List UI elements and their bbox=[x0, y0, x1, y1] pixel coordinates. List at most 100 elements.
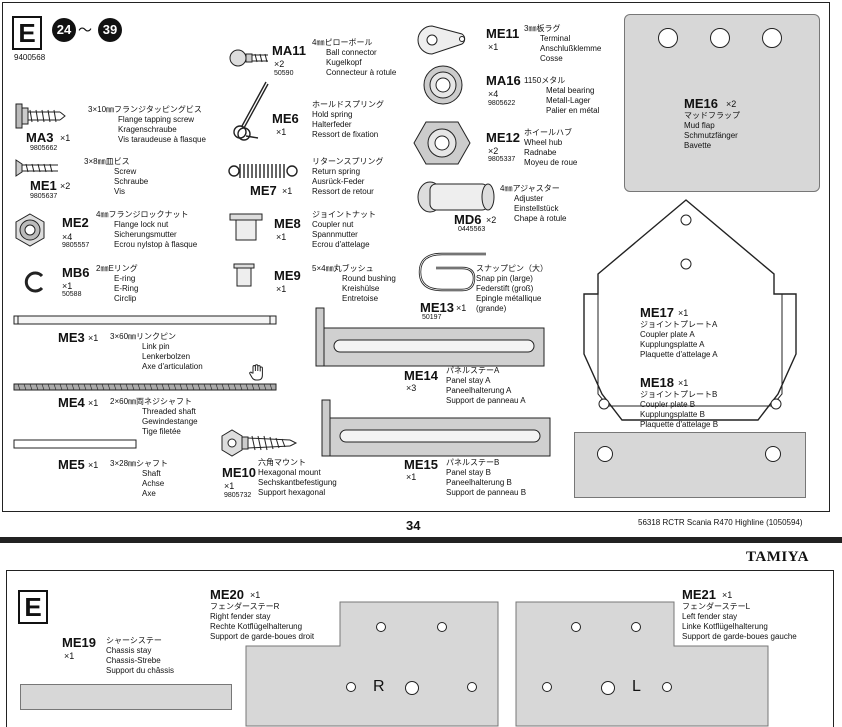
terminal-illustration bbox=[417, 25, 466, 55]
part-desc-ma3: 3×10㎜フランジタッピングビス Flange tapping screw Kr… bbox=[88, 105, 206, 145]
part-qty-me17: ×1 bbox=[678, 308, 689, 318]
coupler-plate-a-illustration bbox=[583, 199, 797, 421]
flange-screw-illustration bbox=[15, 103, 66, 129]
desc-en: Ball connector bbox=[326, 48, 377, 57]
part-qty-me20: ×1 bbox=[250, 590, 261, 600]
desc-fr: Entretoise bbox=[342, 294, 379, 303]
part-code-me14: ME14 bbox=[404, 368, 438, 383]
desc-fr: Epingle métallique bbox=[476, 294, 542, 303]
desc-jp: 4㎜ピローボール bbox=[312, 38, 373, 47]
part-qty-me4: ×1 bbox=[88, 398, 99, 408]
part-desc-me8: ジョイントナット Coupler nut Spannmutter Ecrou d… bbox=[312, 210, 376, 250]
page-number: 34 bbox=[406, 518, 421, 533]
part-qty-me2: ×4 bbox=[62, 232, 73, 242]
part-desc-me10: 六角マウント Hexagonal mount Sechskantbefestig… bbox=[258, 458, 337, 498]
desc-en: Coupler plate B bbox=[640, 400, 696, 409]
mud-flap-hole bbox=[658, 28, 678, 48]
desc-de: Anschlußklemme bbox=[540, 44, 602, 53]
desc-de: Kreishülse bbox=[342, 284, 380, 293]
step-letter: E bbox=[18, 590, 48, 624]
desc-fr: Axe bbox=[142, 489, 156, 498]
desc-de: Chassis-Strebe bbox=[106, 656, 161, 665]
desc-en: Return spring bbox=[312, 167, 361, 176]
part-code-me17: ME17 bbox=[640, 305, 674, 320]
desc-fr: Vis taraudeuse à flasque bbox=[118, 135, 206, 144]
desc-en: Link pin bbox=[142, 342, 170, 351]
part-code-me20: ME20 bbox=[210, 587, 244, 602]
part-qty-me6: ×1 bbox=[276, 127, 287, 137]
desc-de: Ausrück-Feder bbox=[312, 177, 365, 186]
desc-jp: 5×4㎜丸ブッシュ bbox=[312, 264, 374, 273]
part-desc-me5: 3×28㎜シャフト Shaft Achse Axe bbox=[110, 459, 168, 499]
coupler-plate-b-hole bbox=[597, 446, 613, 462]
desc-jp: ジョイントプレートA bbox=[640, 320, 718, 329]
part-number-mb6: 50588 bbox=[62, 291, 82, 298]
part-code-me9: ME9 bbox=[274, 268, 301, 283]
hexagonal-mount-illustration bbox=[221, 429, 298, 457]
part-desc-ma16: 1150メタル Metal bearing Metall-Lager Palie… bbox=[524, 76, 599, 116]
part-desc-me7: リターンスプリング Return spring Ausrück-Feder Re… bbox=[312, 157, 383, 197]
left-fender-stay-hole bbox=[631, 622, 641, 632]
part-number-me13: 50197 bbox=[422, 314, 442, 321]
part-desc-me11: 3㎜板ラグ Terminal Anschlußklemme Cosse bbox=[524, 24, 601, 64]
desc-en: Hexagonal mount bbox=[258, 468, 321, 477]
desc-jp: 2×60㎜両ネジシャフト bbox=[110, 397, 193, 406]
threaded-shaft-illustration bbox=[13, 383, 277, 391]
desc-de: Kragenschraube bbox=[118, 125, 177, 134]
part-qty-me13: ×1 bbox=[456, 303, 467, 313]
part-qty-me10: ×1 bbox=[224, 481, 235, 491]
desc-de: Radnabe bbox=[524, 148, 557, 157]
mud-flap-hole bbox=[710, 28, 730, 48]
part-code-ma11: MA11 bbox=[272, 43, 306, 58]
return-spring-illustration bbox=[228, 164, 298, 178]
desc-en: Chassis stay bbox=[106, 646, 152, 655]
desc-fr: Bavette bbox=[684, 141, 712, 150]
part-qty-me21: ×1 bbox=[722, 590, 733, 600]
desc-de: Schraube bbox=[114, 177, 149, 186]
part-desc-mb6: 2㎜Eリング E-ring E-Ring Circlip bbox=[96, 264, 138, 304]
part-code-me19: ME19 bbox=[62, 635, 96, 650]
desc-jp: フェンダーステーR bbox=[210, 602, 280, 611]
part-desc-me2: 4㎜フランジロックナット Flange lock nut Sicherungsm… bbox=[96, 210, 197, 250]
desc-en: E-ring bbox=[114, 274, 136, 283]
wheel-hub-illustration bbox=[413, 121, 471, 165]
part-code-me2: ME2 bbox=[62, 215, 89, 230]
part-code-me15: ME15 bbox=[404, 457, 438, 472]
part-qty-me11: ×1 bbox=[488, 42, 499, 52]
desc-de: Schmutzfänger bbox=[684, 131, 738, 140]
round-bushing-illustration bbox=[233, 263, 255, 287]
part-desc-me1: 3×8㎜皿ビス Screw Schraube Vis bbox=[84, 157, 148, 197]
step-from: 24 bbox=[52, 18, 76, 42]
desc-de: Rechte Kotflügelhalterung bbox=[210, 622, 303, 631]
part-desc-me13: スナップピン（大） Snap pin (large) Federstift (g… bbox=[476, 264, 548, 314]
part-desc-me15: パネルステーB Panel stay B Paneelhalterung B S… bbox=[446, 458, 526, 498]
left-mark: L bbox=[632, 678, 641, 695]
desc-fr: Ressort de fixation bbox=[312, 130, 379, 139]
part-qty-md6: ×2 bbox=[486, 215, 497, 225]
desc-en: Right fender stay bbox=[210, 612, 271, 621]
left-fender-stay-hole bbox=[601, 681, 615, 695]
desc-jp: 1150メタル bbox=[524, 76, 566, 85]
desc-jp: スナップピン（大） bbox=[476, 264, 548, 273]
desc-fr: Plaquette d'attelage B bbox=[640, 420, 719, 429]
right-fender-stay-illustration bbox=[245, 601, 499, 727]
right-fender-stay-hole bbox=[467, 682, 477, 692]
chassis-stay-illustration bbox=[20, 684, 232, 710]
desc-fr: Ecrou d'attelage bbox=[312, 240, 370, 249]
part-number-me12: 9805337 bbox=[488, 156, 516, 163]
part-code-me6: ME6 bbox=[272, 111, 299, 126]
part-code-me16: ME16 bbox=[684, 96, 718, 111]
part-qty-me16: ×2 bbox=[726, 99, 737, 109]
desc-fr: Support du châssis bbox=[106, 666, 175, 675]
part-number-ma16: 9805622 bbox=[488, 100, 516, 107]
part-qty-mb6: ×1 bbox=[62, 281, 73, 291]
part-qty-me14: ×3 bbox=[406, 383, 417, 393]
metal-bearing-illustration bbox=[423, 65, 463, 105]
part-qty-me15: ×1 bbox=[406, 472, 417, 482]
desc-fr: Chape à rotule bbox=[514, 214, 567, 223]
part-number-md6: 0445563 bbox=[458, 226, 486, 233]
part-qty-ma3: ×1 bbox=[60, 133, 71, 143]
desc-fr: Ressort de retour bbox=[312, 187, 374, 196]
desc-en: Flange lock nut bbox=[114, 220, 169, 229]
desc-en: Screw bbox=[114, 167, 137, 176]
